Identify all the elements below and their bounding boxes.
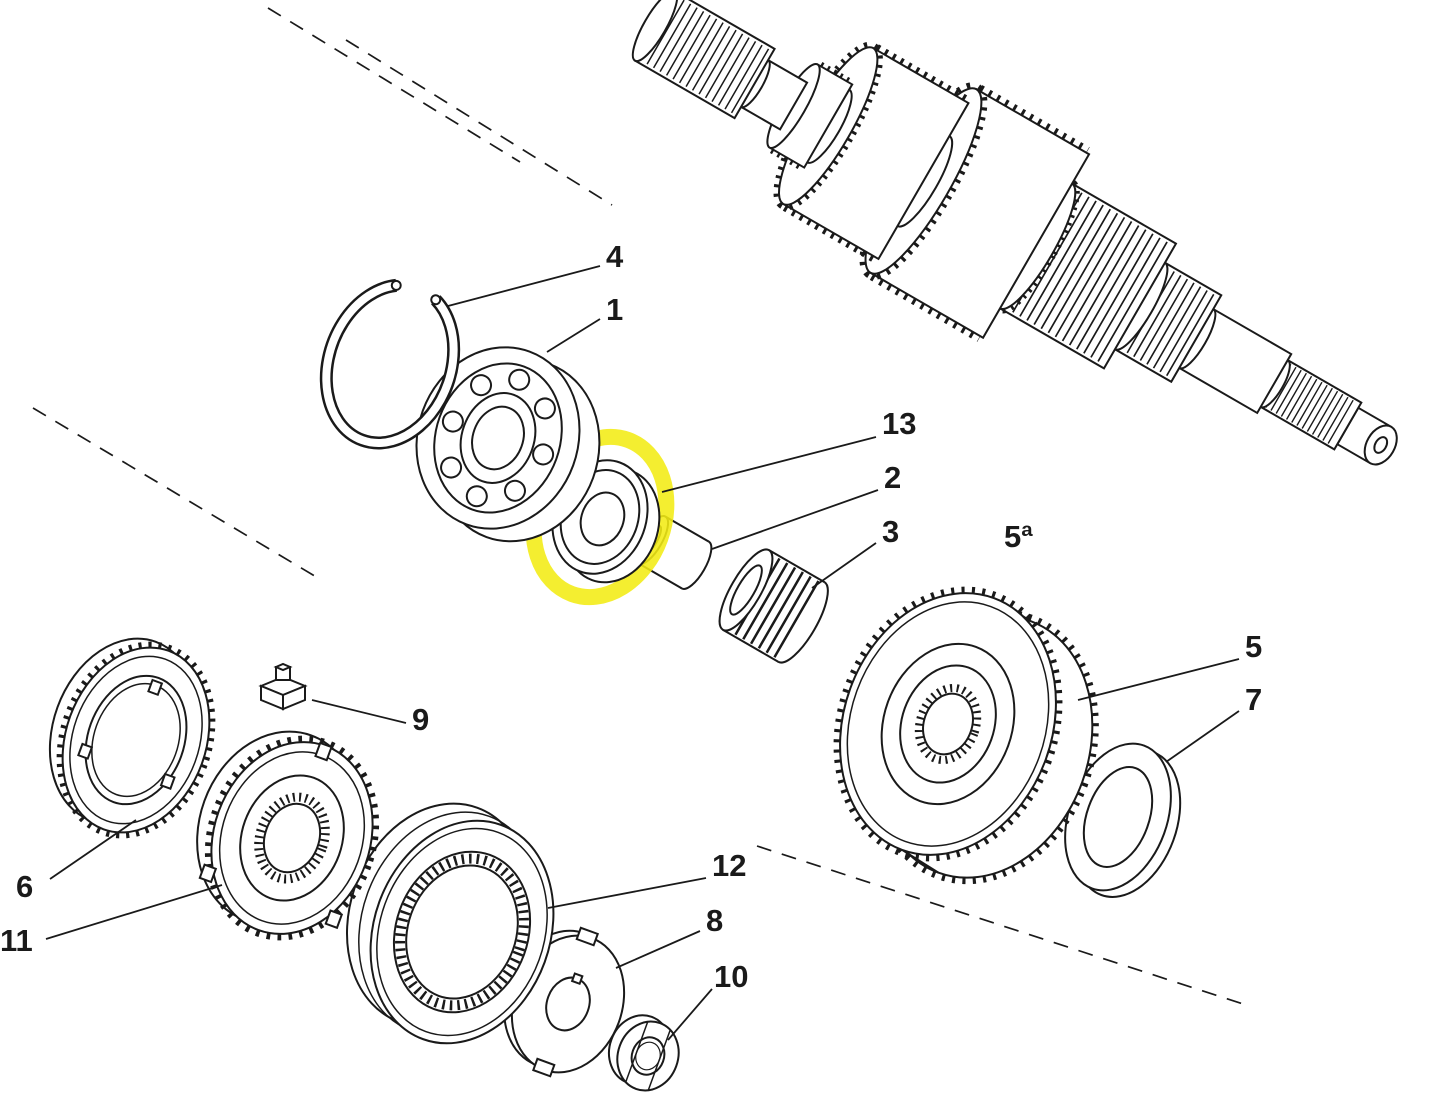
leader-line-1 (546, 318, 601, 353)
callout-7: 7 (1245, 682, 1263, 717)
synchro-ring-notch (77, 742, 94, 760)
axis-dashed-line-top-2 (345, 39, 613, 206)
part-10-nut (608, 1014, 680, 1092)
callout-9: 9 (412, 702, 430, 737)
part-6-synchro-ring (48, 637, 216, 839)
bearing-ball (532, 443, 555, 466)
bearing-ball (508, 368, 531, 391)
leader-line-2 (711, 489, 879, 550)
leader-line-4 (447, 265, 601, 307)
part-5-gear (833, 586, 1099, 885)
callout-6: 6 (16, 869, 34, 904)
snap-ring-end (390, 279, 402, 291)
hub-slot (324, 909, 344, 930)
axis-dashed-line-left (32, 407, 319, 579)
callout-5: 5 (1245, 629, 1263, 664)
bearing-ball (440, 456, 463, 479)
part-4-snap-ring (319, 278, 461, 450)
shaft-end-hole (1373, 436, 1389, 454)
ring-bore (579, 491, 626, 547)
synchro-ring-notch (147, 678, 164, 697)
bearing-ball (503, 479, 526, 502)
leader-line-10 (667, 988, 713, 1041)
leader-line-5 (1077, 658, 1240, 701)
hub-slot (314, 741, 333, 762)
bearing-ball (470, 374, 493, 397)
callout-3: 3 (882, 514, 900, 549)
bearing-ball (465, 485, 488, 508)
part-7-thrust-washer (1064, 742, 1182, 898)
shaft-end-face (1363, 424, 1398, 466)
callout-1: 1 (606, 292, 624, 327)
bearing-bore (471, 405, 525, 471)
hub-slot (198, 863, 218, 884)
callout-5a: 5ª (1004, 519, 1033, 554)
callout-10: 10 (714, 959, 749, 994)
washer-tab (575, 926, 600, 947)
leader-line-11 (45, 884, 223, 940)
washer-tab (532, 1057, 556, 1078)
axis-dashed-line-bottom (756, 845, 1244, 1005)
leader-line-3 (811, 542, 877, 589)
synchro-ring-notch (159, 772, 176, 790)
bearing-ball (533, 397, 556, 420)
shaft-input-splines (631, 0, 776, 120)
needle-bearing-bore (729, 564, 763, 616)
leader-line-8 (615, 930, 701, 969)
leader-line-9 (311, 699, 407, 724)
axis-dashed-line-top-1 (267, 7, 521, 163)
nut-bore (630, 1036, 666, 1076)
leader-lines (45, 265, 1240, 1041)
callout-4: 4 (606, 239, 624, 274)
snap-ring-end (430, 294, 442, 306)
leader-line-12 (547, 877, 707, 909)
callout-8: 8 (706, 903, 724, 938)
washer-keyway (570, 972, 584, 986)
leader-line-7 (1165, 710, 1240, 763)
mainshaft-assembly (631, 0, 1398, 466)
part-1-ball-bearing (415, 346, 601, 543)
part-3-needle-bearing (718, 548, 829, 664)
part-9-key (258, 662, 308, 711)
key-side-face (282, 684, 306, 711)
callout-13: 13 (882, 406, 917, 441)
gear-hub (899, 664, 997, 784)
leader-line-13 (661, 436, 877, 493)
part-12-sliding-sleeve (346, 802, 555, 1045)
callout-2: 2 (884, 460, 902, 495)
washer-bore (1082, 765, 1154, 869)
callout-11: 11 (0, 923, 33, 958)
leader-line-6 (49, 819, 137, 880)
part-11-synchro-hub (196, 730, 380, 941)
bearing-ball (441, 410, 464, 433)
callout-12: 12 (712, 848, 747, 883)
